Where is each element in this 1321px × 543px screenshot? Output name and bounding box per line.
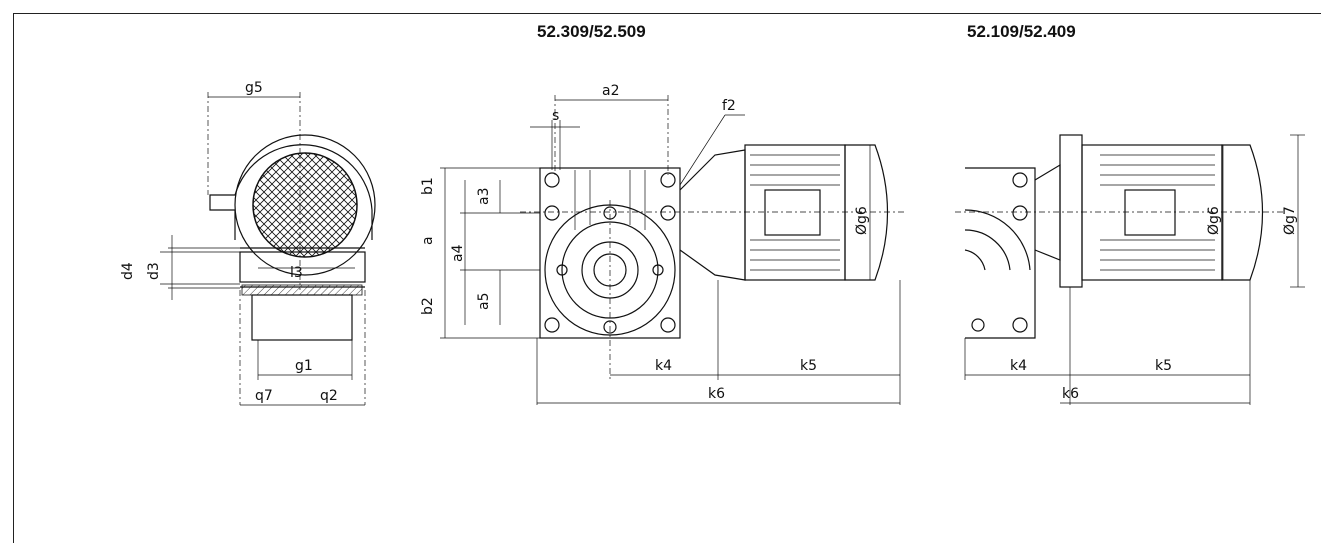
title-right-model: 52.109/52.409 xyxy=(967,22,1076,41)
label-flange-k4: k4 xyxy=(1010,358,1027,374)
label-f2: f2 xyxy=(722,98,736,114)
label-g1: g1 xyxy=(295,358,313,374)
label-g5: g5 xyxy=(245,80,263,96)
label-q7: q7 xyxy=(255,388,273,404)
title-left-model: 52.309/52.509 xyxy=(537,22,646,41)
label-front-k4: k4 xyxy=(655,358,672,374)
label-l3: l3 xyxy=(290,265,303,281)
label-front-g6: Øg6 xyxy=(854,206,870,235)
label-b2: b2 xyxy=(420,297,436,315)
label-d3: d3 xyxy=(146,262,162,280)
label-a: a xyxy=(420,236,436,245)
label-a2: a2 xyxy=(602,83,620,99)
flange-motor-fins xyxy=(1100,154,1215,271)
label-a5: a5 xyxy=(476,293,492,311)
label-a3: a3 xyxy=(476,188,492,206)
label-flange-g6: Øg6 xyxy=(1206,206,1222,235)
cross-section-hatch xyxy=(252,152,358,258)
label-q2: q2 xyxy=(320,388,338,404)
front-view: Øg6 a2 s f2 b1 a3 a a4 a5 b2 k4 k5 xyxy=(420,83,905,405)
drawing-frame xyxy=(13,13,1321,543)
label-front-k6: k6 xyxy=(708,386,725,402)
label-b1: b1 xyxy=(420,177,436,195)
label-s: s xyxy=(552,108,559,124)
label-flange-g7: Øg7 xyxy=(1282,206,1298,235)
flange-view: Øg6 Øg7 k4 k5 k6 xyxy=(955,134,1305,405)
motor-fins xyxy=(750,154,840,271)
side-view: g5 l3 d4 d3 g1 q7 q2 xyxy=(120,80,376,406)
label-flange-k5: k5 xyxy=(1155,358,1172,374)
label-d4: d4 xyxy=(120,262,136,280)
label-front-k5: k5 xyxy=(800,358,817,374)
label-flange-k6: k6 xyxy=(1062,386,1079,402)
label-a4: a4 xyxy=(450,244,466,262)
